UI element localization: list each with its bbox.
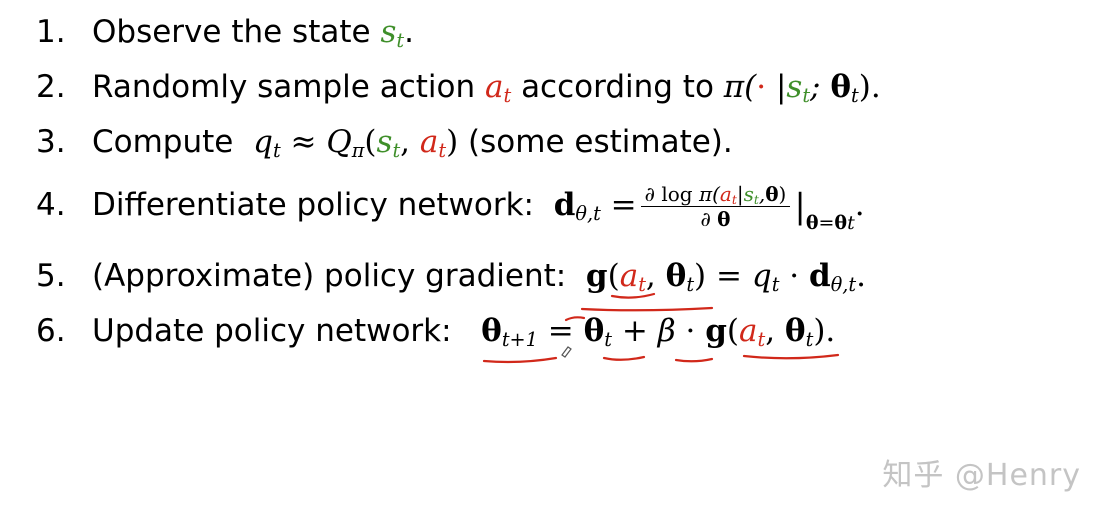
step-6: 6. Update policy network: θt+1 = θt + β ·… [36, 311, 835, 351]
gradient-definition: dθ,t =∂ log π(at|st,θ)∂ θ|θ=θt. [553, 182, 865, 234]
underline-beta [674, 357, 714, 363]
watermark: 知乎 @Henry [882, 458, 1081, 493]
underline-action-step5 [610, 292, 656, 299]
step-number: 1. [36, 14, 66, 50]
action-symbol: at [485, 69, 512, 107]
step-number: 6. [36, 313, 66, 349]
underline-theta-next [482, 356, 558, 364]
step-5: 5. (Approximate) policy gradient: g(at, θ… [36, 256, 866, 296]
step-text-2: (some estimate). [468, 124, 733, 160]
underline-theta-t [602, 355, 646, 361]
underline-gradient-step5 [580, 306, 714, 312]
policy-expression: π(· |st; θt). [723, 69, 881, 107]
step-text-2: according to [521, 69, 714, 105]
step-text: Update policy network: [92, 313, 452, 349]
step-2: 2. Randomly sample action at according to… [36, 67, 881, 107]
step-3: 3. Compute qt ≈ Qπ(st, at) (some estimate… [36, 122, 733, 162]
pencil-cursor-icon [561, 346, 572, 358]
underline-gradient-step6 [742, 353, 840, 360]
step-1: 1. Observe the state st. [36, 12, 414, 52]
update-rule-expression: θt+1 = θt + β · g(at, θt). [481, 313, 836, 351]
step-text: Randomly sample action [92, 69, 476, 105]
step-text: Compute [92, 124, 234, 160]
derivative-fraction: ∂ log π(at|st,θ)∂ θ [640, 182, 791, 231]
step-number: 4. [36, 187, 66, 223]
state-symbol: st [380, 14, 405, 52]
step-text: Differentiate policy network: [92, 187, 534, 223]
step-text: (Approximate) policy gradient: [92, 258, 567, 294]
step-4: 4. Differentiate policy network: dθ,t =∂ … [36, 182, 865, 243]
step-number: 5. [36, 258, 66, 294]
q-estimate-expression: qt ≈ Qπ(st, at) [243, 124, 459, 162]
period: . [404, 14, 414, 50]
overline-equals [564, 316, 586, 322]
step-number: 3. [36, 124, 66, 160]
step-number: 2. [36, 69, 66, 105]
policy-gradient-expression: g(at, θt) = qt · dθ,t. [585, 258, 866, 296]
step-text: Observe the state [92, 14, 371, 50]
